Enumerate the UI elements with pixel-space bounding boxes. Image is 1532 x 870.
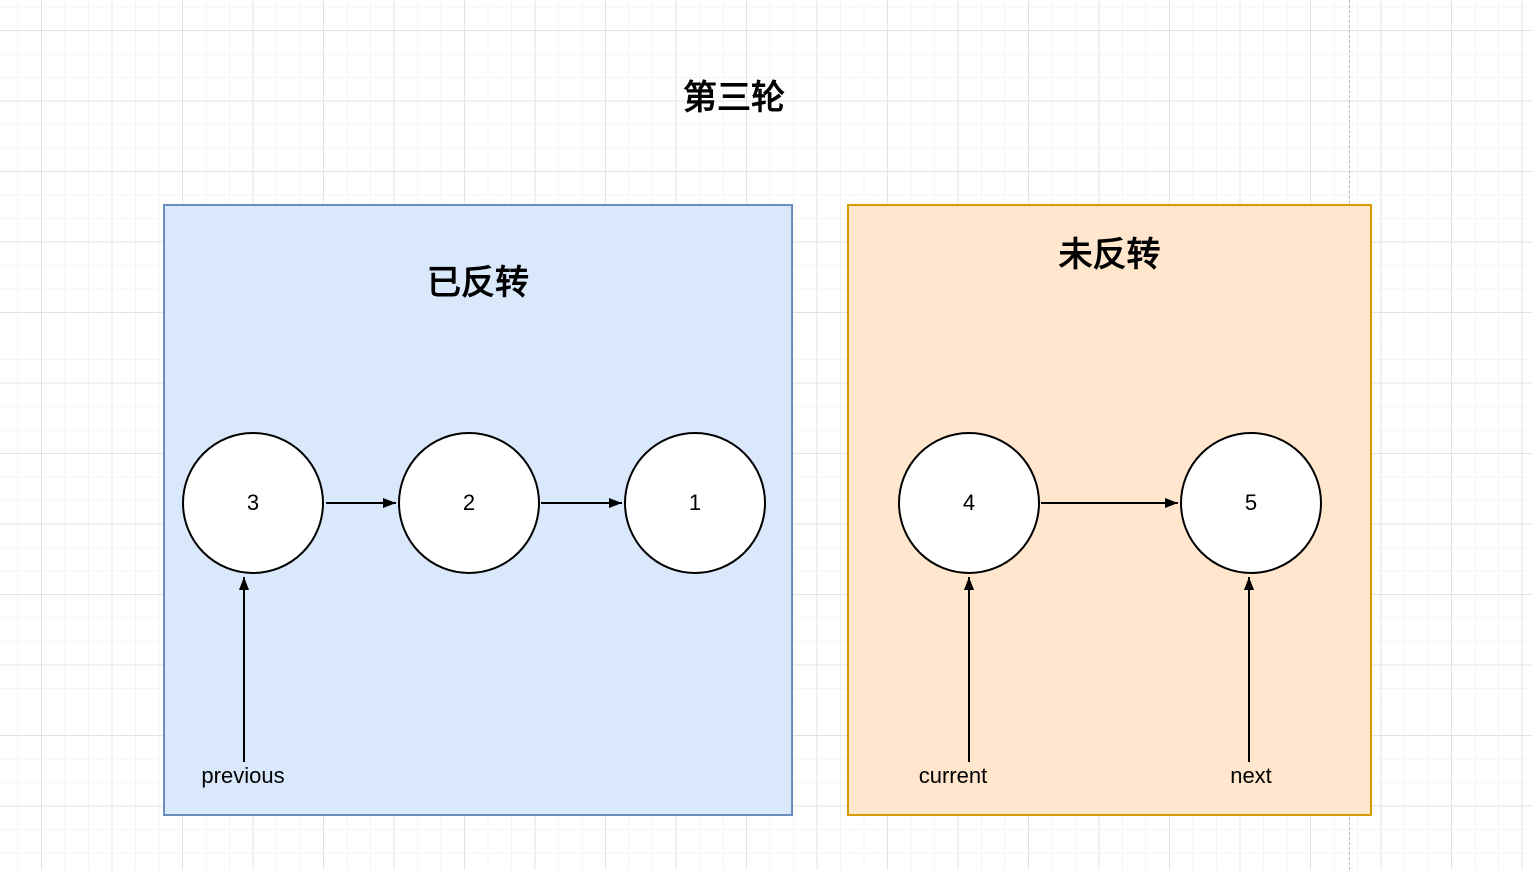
node-3-value: 3 xyxy=(246,490,260,515)
node-5[interactable]: 5 xyxy=(1180,432,1322,574)
reversed-group-title: 已反转 xyxy=(427,264,529,302)
unreversed-group-title: 未反转 xyxy=(1058,236,1161,274)
previous-pointer-label[interactable]: previous xyxy=(201,763,285,788)
page-title: 第三轮 xyxy=(683,79,785,117)
current-pointer-label[interactable]: current xyxy=(918,763,988,788)
node-4[interactable]: 4 xyxy=(898,432,1040,574)
node-1-value: 1 xyxy=(688,490,702,515)
node-2-value: 2 xyxy=(462,490,476,515)
node-5-value: 5 xyxy=(1244,490,1258,515)
node-3[interactable]: 3 xyxy=(182,432,324,574)
node-4-value: 4 xyxy=(962,490,976,515)
node-1[interactable]: 1 xyxy=(624,432,766,574)
next-pointer-label[interactable]: next xyxy=(1230,763,1272,788)
node-2[interactable]: 2 xyxy=(398,432,540,574)
